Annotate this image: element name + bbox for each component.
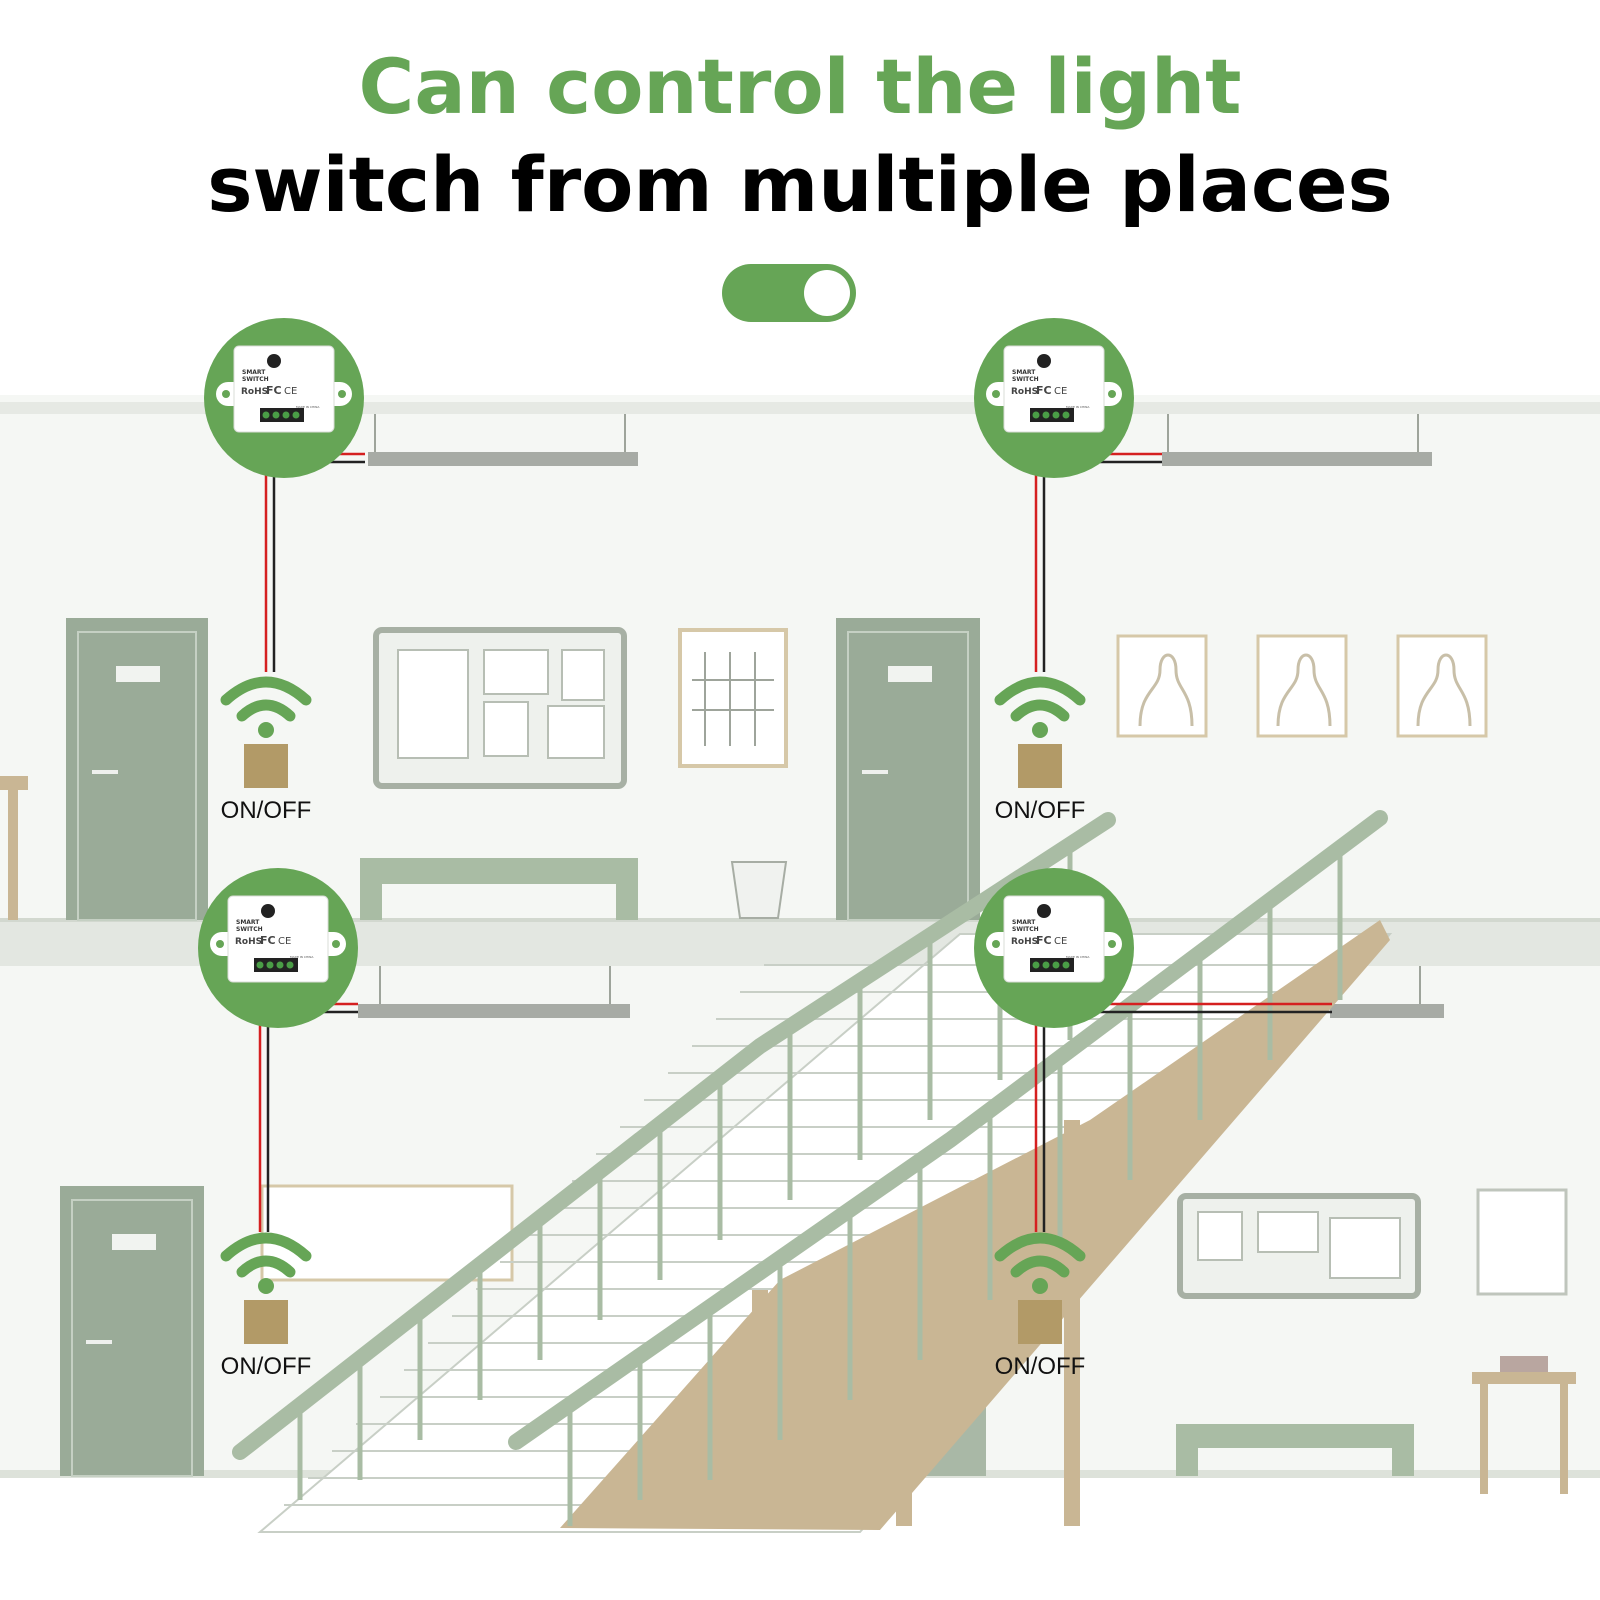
module-mark-rohs: RoHS xyxy=(235,937,262,947)
smart-switch-module-icon: SMART SWITCH RoHS FC CE MADE IN CHINA xyxy=(974,318,1134,478)
module-mark-ce: CE xyxy=(1054,386,1067,397)
module-made-in: MADE IN CHINA xyxy=(1066,955,1090,959)
door-upper-left xyxy=(66,618,208,921)
module-brand-2: SWITCH xyxy=(1012,376,1039,383)
wall-switch-icon xyxy=(1018,1300,1062,1344)
toggle-knob xyxy=(804,270,850,316)
module-mark-fc: FC xyxy=(1036,934,1052,947)
stair-posts xyxy=(752,1120,1080,1526)
module-mark-rohs: RoHS xyxy=(1011,387,1038,397)
wall-switch-icon xyxy=(1018,744,1062,788)
door-lower-left xyxy=(60,1186,204,1477)
module-mark-rohs: RoHS xyxy=(241,387,268,397)
module-brand-1: SMART xyxy=(1012,919,1036,926)
framed-grid xyxy=(678,628,788,768)
ceiling-light-4 xyxy=(1330,966,1444,1018)
onoff-label: ON/OFF xyxy=(220,1353,312,1380)
module-mark-ce: CE xyxy=(284,386,297,397)
wireless-control-1[interactable]: ON/OFF xyxy=(216,672,316,825)
toggle-switch-icon xyxy=(722,264,856,322)
wifi-icon xyxy=(220,676,312,788)
stair-railing-right xyxy=(508,810,1388,1526)
smart-switch-module-icon: SMART SWITCH RoHS FC CE MADE IN CHINA xyxy=(204,318,364,478)
certificate-frame xyxy=(1476,1188,1568,1296)
module-mark-fc: FC xyxy=(266,384,282,397)
module-brand-2: SWITCH xyxy=(236,926,263,933)
module-brand-2: SWITCH xyxy=(1012,926,1039,933)
headline-line-1: Can control the light xyxy=(358,42,1242,131)
ceiling-light-1 xyxy=(368,414,638,466)
module-made-in: MADE IN CHINA xyxy=(290,955,314,959)
module-brand-1: SMART xyxy=(236,919,260,926)
module-mark-fc: FC xyxy=(1036,384,1052,397)
side-table xyxy=(1472,1356,1576,1494)
portrait-frames xyxy=(1116,634,1488,738)
module-brand-1: SMART xyxy=(242,369,266,376)
smart-switch-module-icon: SMART SWITCH RoHS FC CE MADE IN CHINA xyxy=(198,868,358,1028)
wall-switch-icon xyxy=(244,1300,288,1344)
module-made-in: MADE IN CHINA xyxy=(1066,405,1090,409)
module-mark-fc: FC xyxy=(260,934,276,947)
module-mark-rohs: RoHS xyxy=(1011,937,1038,947)
wireless-control-4[interactable]: ON/OFF xyxy=(990,1228,1090,1381)
wall-switch-icon xyxy=(244,744,288,788)
onoff-label: ON/OFF xyxy=(994,797,1086,824)
ceiling-light-2 xyxy=(1162,414,1432,466)
module-mark-ce: CE xyxy=(1054,936,1067,947)
module-brand-2: SWITCH xyxy=(242,376,269,383)
left-pedestal xyxy=(0,776,28,920)
wifi-icon xyxy=(220,1232,312,1344)
wireless-control-3[interactable]: ON/OFF xyxy=(216,1228,316,1381)
wastebasket xyxy=(730,861,788,919)
module-made-in: MADE IN CHINA xyxy=(296,405,320,409)
onoff-label: ON/OFF xyxy=(220,797,312,824)
wifi-icon xyxy=(994,1232,1086,1344)
wireless-control-2[interactable]: ON/OFF xyxy=(990,672,1090,825)
ceiling-light-3 xyxy=(358,966,630,1018)
headline-line-2: switch from multiple places xyxy=(207,140,1393,229)
smart-switch-module-icon: SMART SWITCH RoHS FC CE MADE IN CHINA xyxy=(974,868,1134,1028)
bulletin-board-lower xyxy=(1177,1193,1421,1299)
module-mark-ce: CE xyxy=(278,936,291,947)
module-brand-1: SMART xyxy=(1012,369,1036,376)
onoff-label: ON/OFF xyxy=(994,1353,1086,1380)
door-upper-right xyxy=(836,618,980,921)
bench-upper xyxy=(360,858,638,920)
bench-lower xyxy=(1176,1424,1414,1476)
wifi-icon xyxy=(994,676,1086,788)
bulletin-board-upper xyxy=(373,627,627,789)
